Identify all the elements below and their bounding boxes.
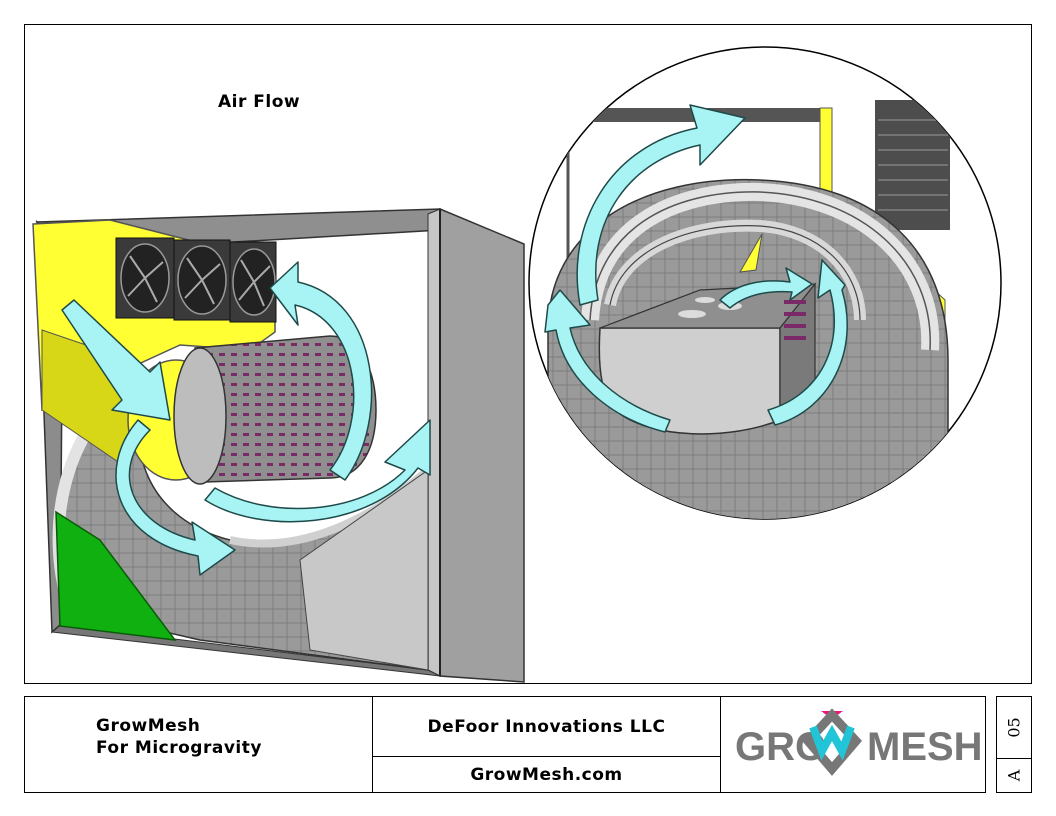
website-cell: GrowMesh.com <box>373 757 721 792</box>
drawing-frame <box>24 24 1032 684</box>
logo-cell: GRO MESH <box>721 697 985 792</box>
airflow-arrow-icon <box>767 259 848 426</box>
airflow-arrow-icon <box>115 419 236 576</box>
airflow-arrow-icon <box>576 104 746 306</box>
title-block: GrowMesh For Microgravity DeFoor Innovat… <box>24 696 986 793</box>
fan-icon <box>173 239 231 321</box>
airflow-arrow-icon <box>61 299 171 421</box>
company-name: DeFoor Innovations LLC <box>427 716 666 737</box>
airflow-arrow-icon <box>544 289 671 433</box>
project-title-line1: GrowMesh <box>96 716 201 736</box>
project-title-line2: For Microgravity <box>96 738 262 758</box>
revision-letter: A <box>1004 769 1024 782</box>
airflow-arrows-left <box>61 261 431 576</box>
sheet-number: 05 <box>1004 717 1024 738</box>
logo-text-right: MESH <box>867 725 983 769</box>
perforated-roller <box>173 335 377 485</box>
sheet-number-cell: 05 <box>997 697 1031 759</box>
growmesh-logo-icon: GRO MESH <box>735 708 983 776</box>
detail-view <box>528 46 1002 520</box>
revision-block: 05 A <box>996 696 1032 793</box>
drawing-heading: Air Flow <box>218 92 301 112</box>
airflow-illustration <box>32 46 1002 683</box>
revision-cell: A <box>997 759 1031 792</box>
green-tray <box>55 510 177 641</box>
project-title-cell: GrowMesh For Microgravity <box>25 697 373 792</box>
website-url: GrowMesh.com <box>470 764 623 785</box>
company-cell: DeFoor Innovations LLC <box>373 697 721 757</box>
fan-icon <box>115 237 175 319</box>
airflow-arrow-icon <box>719 267 813 309</box>
airflow-arrow-icon <box>204 419 431 523</box>
fan-array <box>115 237 277 323</box>
fan-icon <box>229 241 277 323</box>
curved-mesh-tray <box>52 369 431 671</box>
airflow-arrow-icon <box>269 261 373 481</box>
